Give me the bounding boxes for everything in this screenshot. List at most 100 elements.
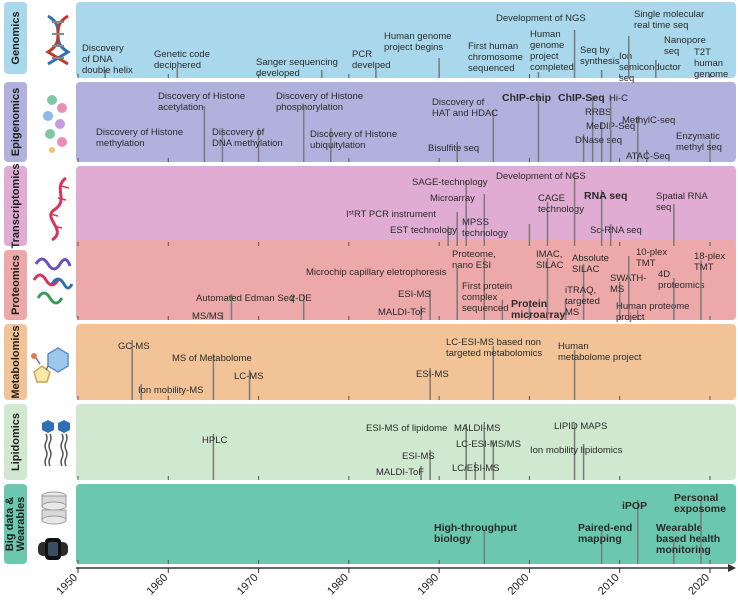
- band-genomics: [76, 2, 736, 78]
- event-label: LC-MS: [234, 371, 264, 382]
- event-label: LIPID MAPS: [554, 421, 607, 432]
- event-label: Development of NGS: [496, 13, 586, 24]
- event-label: Microchip capillary eletrophoresis: [306, 267, 447, 278]
- event-label: GC-MS: [118, 341, 150, 352]
- event-label: Microarray: [430, 193, 475, 204]
- event-label: Automated Edman Seq: [196, 293, 294, 304]
- band-metabolomics: [76, 324, 736, 400]
- event-label: Proteome,nano ESI: [452, 249, 496, 271]
- event-label: LC/ESI-MS: [452, 463, 500, 474]
- side-label-epigenomics: Epigenomics: [4, 82, 27, 162]
- side-label-proteomics: Proteomics: [4, 250, 27, 320]
- event-label: IMAC,SILAC: [536, 249, 564, 271]
- event-label: Ion mobility lipidomics: [530, 445, 623, 456]
- smartwatch-icon: [38, 538, 68, 560]
- event-label: EST technology: [390, 225, 457, 236]
- rna-strand-icon: [49, 176, 70, 242]
- nucleosome-icon: [43, 95, 67, 153]
- dna-helix-icon: [45, 14, 71, 66]
- event-label: IˢᵗRT PCR instrument: [346, 209, 436, 220]
- axis-tick-label: 2020: [686, 572, 712, 598]
- side-label-metabolomics: Metabolomics: [4, 324, 27, 400]
- metabolite-molecule-icon: [31, 347, 69, 383]
- event-label: Ion mobility-MS: [138, 385, 203, 396]
- event-label: ESI-MS: [416, 369, 449, 380]
- axis-tick-label: 2010: [596, 572, 622, 598]
- band-proteomics: [76, 240, 736, 320]
- event-label: MS/MS: [192, 311, 223, 322]
- band-bigdata: [76, 484, 736, 564]
- event-label: Development of NGS: [496, 171, 586, 182]
- event-label: LC-ESI-MS/MS: [456, 439, 521, 450]
- axis-tick-label: 1970: [235, 572, 261, 598]
- event-label: RRBS: [585, 107, 611, 118]
- axis-tick-label: 1950: [54, 572, 80, 598]
- event-label: HPLC: [202, 435, 227, 446]
- event-label: ESI-MS: [402, 451, 435, 462]
- axis-arrow: [728, 564, 736, 572]
- axis-tick-label: 2000: [506, 572, 532, 598]
- protein-structure-icon: [32, 257, 74, 305]
- event-label: MS of Metabolome: [172, 353, 252, 364]
- event-label: 2-DE: [290, 293, 312, 304]
- side-label-genomics: Genomics: [4, 2, 27, 74]
- event-label: MALDI-ToF: [378, 307, 426, 318]
- side-label-bigdata: Big data & Wearables: [4, 484, 27, 564]
- event-label: ATAC-Seq: [626, 151, 670, 162]
- event-label: DNase seq: [575, 135, 622, 146]
- event-label: MethylC-seq: [622, 115, 675, 126]
- band-epigenomics: [76, 82, 736, 162]
- event-label: Bisulfite seq: [428, 143, 479, 154]
- side-label-transcriptomics: Transcriptomics: [4, 164, 27, 248]
- lipid-molecule-icon: [42, 420, 70, 467]
- event-label: Hi-C: [609, 93, 628, 104]
- band-transcriptomics: [76, 166, 736, 246]
- event-label: RNA seq: [584, 190, 627, 202]
- side-label-lipidomics: Lipidomics: [4, 404, 27, 480]
- band-lipidomics: [76, 404, 736, 480]
- axis-tick-label: 1980: [325, 572, 351, 598]
- axis-tick-label: 1990: [415, 572, 441, 598]
- event-label: MALDI-ToF: [376, 467, 424, 478]
- event-label: ChIP-Seq: [558, 92, 605, 104]
- event-label: ESI-MS of lipidome: [366, 423, 447, 434]
